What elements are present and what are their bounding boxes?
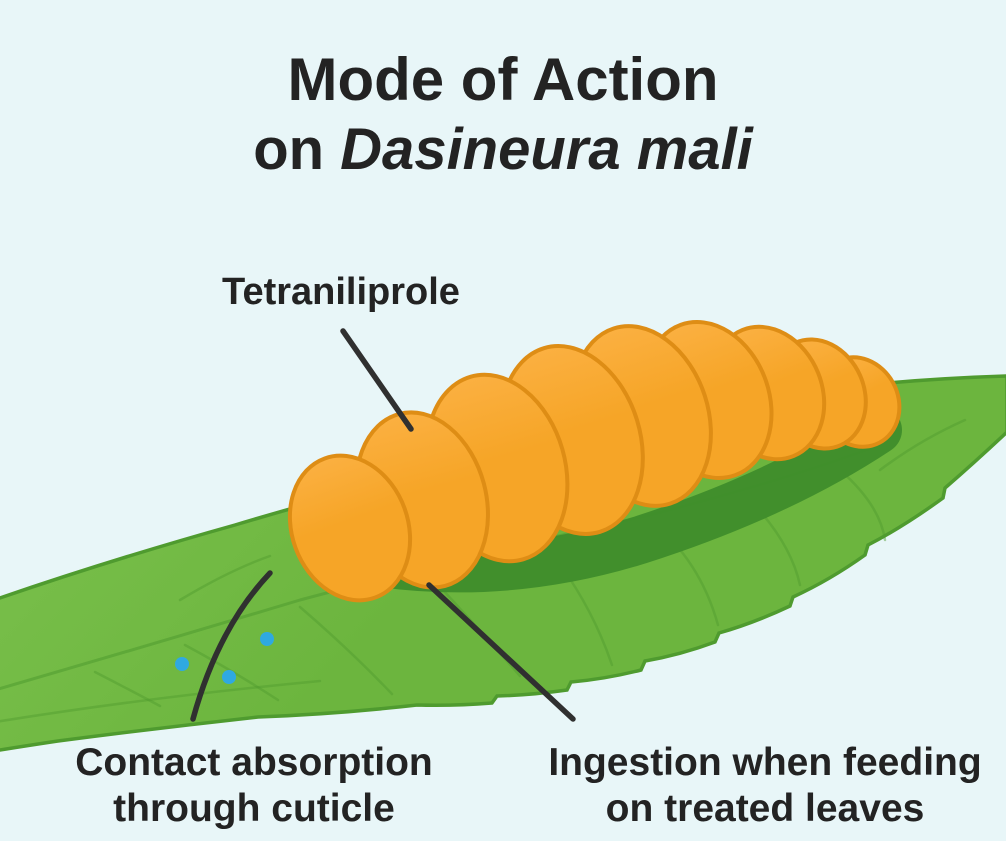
tetraniliprole-leader-line (340, 328, 414, 432)
label-contact-absorption: Contact absorption through cuticle (28, 740, 480, 832)
page-title: Mode of Action on Dasineura mali (0, 44, 1006, 184)
larva (287, 319, 902, 603)
spray-droplet-icon (175, 657, 189, 671)
spray-droplet-icon (260, 632, 274, 646)
label-ingestion-line1: Ingestion when feeding (548, 741, 982, 784)
label-ingestion: Ingestion when feeding on treated leaves (528, 740, 1002, 832)
label-ingestion-line2: on treated leaves (605, 787, 925, 830)
spray-droplets (175, 632, 274, 684)
species-name: Dasineura mali (340, 117, 753, 182)
leader-lines (190, 328, 576, 722)
ingestion-leader-line (426, 582, 576, 722)
contact-leader-line (190, 570, 273, 722)
title-line2-prefix: on (253, 117, 341, 182)
title-line1: Mode of Action (287, 46, 719, 113)
label-contact-line2: through cuticle (113, 787, 395, 830)
title-line2: on Dasineura mali (0, 116, 1006, 184)
larva-head (287, 453, 413, 603)
label-contact-line1: Contact absorption (75, 741, 433, 784)
spray-droplet-icon (222, 670, 236, 684)
label-tetraniliprole: Tetraniliprole (222, 271, 460, 313)
